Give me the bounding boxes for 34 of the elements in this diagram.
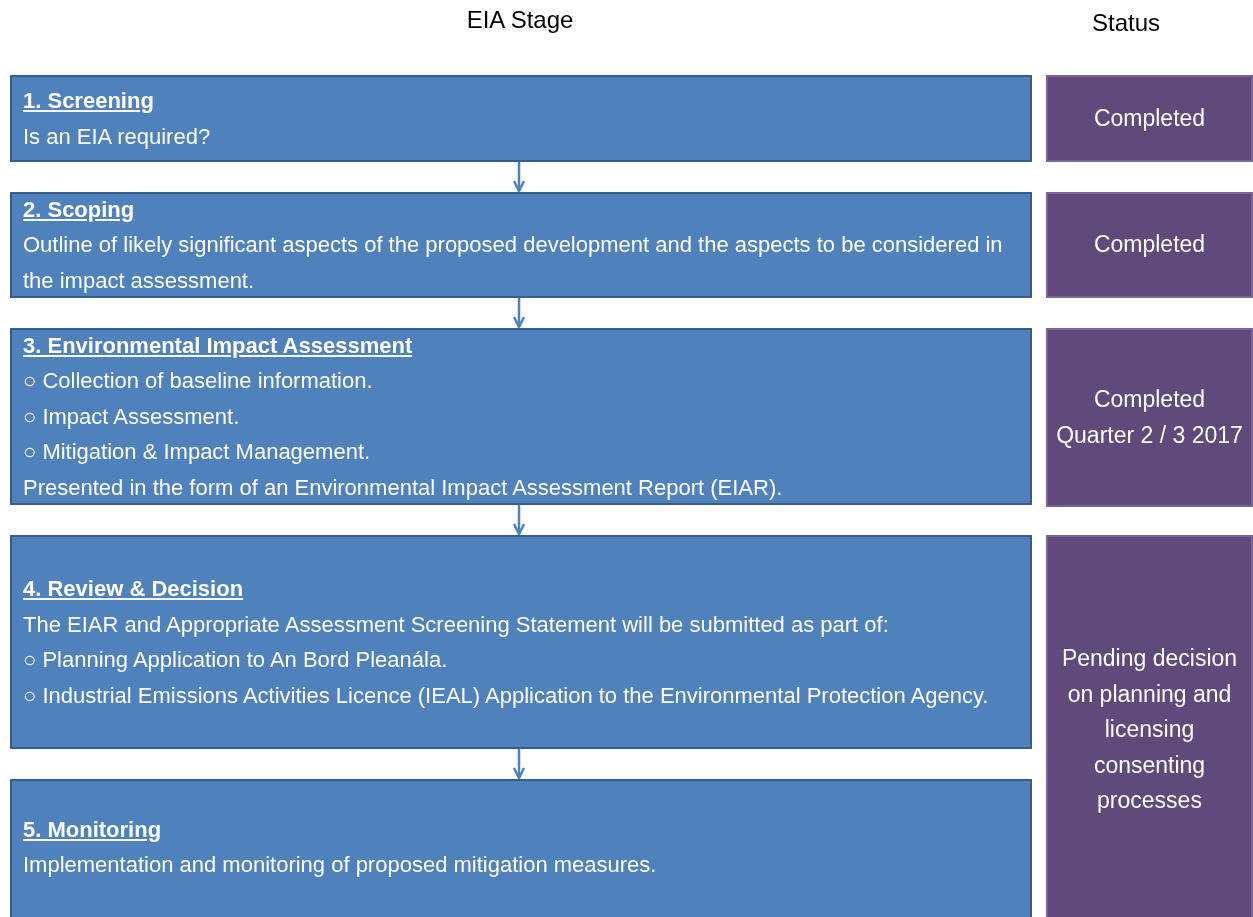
stage-text: The EIAR and Appropriate Assessment Screening Statement will be submitted as part of: (23, 610, 890, 639)
stage-text: Presented in the form of an Environmental Impact Assessment Report (EIAR). (23, 473, 784, 502)
stage-box (10, 328, 1032, 505)
status-text: Completed Quarter 2 / 3 2017 (1056, 385, 1243, 450)
stage-text: ○ Industrial Emissions Activities Licence (IEAL) Application to the Environmental Protection Agency. (23, 681, 990, 710)
stage-text: ○ Impact Assessment. (23, 402, 241, 431)
stage-text: ○ Mitigation & Impact Management. (23, 438, 372, 467)
column-header: Status (1092, 9, 1160, 37)
arrow (512, 162, 526, 193)
stage-heading: 2. Scoping (23, 195, 136, 224)
status-text: Completed (1093, 103, 1206, 133)
status-box (1046, 328, 1253, 507)
stage-heading: 1. Screening (23, 87, 155, 115)
stage-text: ○ Planning Application to An Bord Pleanála. (23, 646, 449, 674)
stage-text: ○ Collection of baseline information. (23, 367, 374, 396)
stage-heading: 4. Review & Decision (23, 575, 245, 603)
status-box (1046, 75, 1253, 162)
status-text: Completed (1093, 230, 1206, 260)
column-header: EIA Stage (466, 6, 574, 34)
arrow (512, 505, 526, 536)
stage-box (10, 779, 1032, 917)
arrow (512, 298, 526, 329)
status-text: Pending decision on planning and licensing consenting processes (1060, 644, 1239, 816)
stage-text: Is an EIA required? (23, 122, 212, 151)
arrow (512, 749, 526, 780)
stage-heading: 5. Monitoring (23, 815, 163, 844)
stage-text: Outline of likely significant aspects of the proposed development and the aspects to be considered in the impact assessment. (23, 231, 1004, 295)
stage-box (10, 75, 1032, 162)
stage-heading: 3. Environmental Impact Assessment (23, 331, 414, 360)
stage-box (10, 192, 1032, 298)
stage-text: Implementation and monitoring of proposed mitigation measures. (23, 851, 658, 879)
status-box (1046, 192, 1253, 298)
stage-box (10, 535, 1032, 749)
status-box (1046, 535, 1253, 917)
